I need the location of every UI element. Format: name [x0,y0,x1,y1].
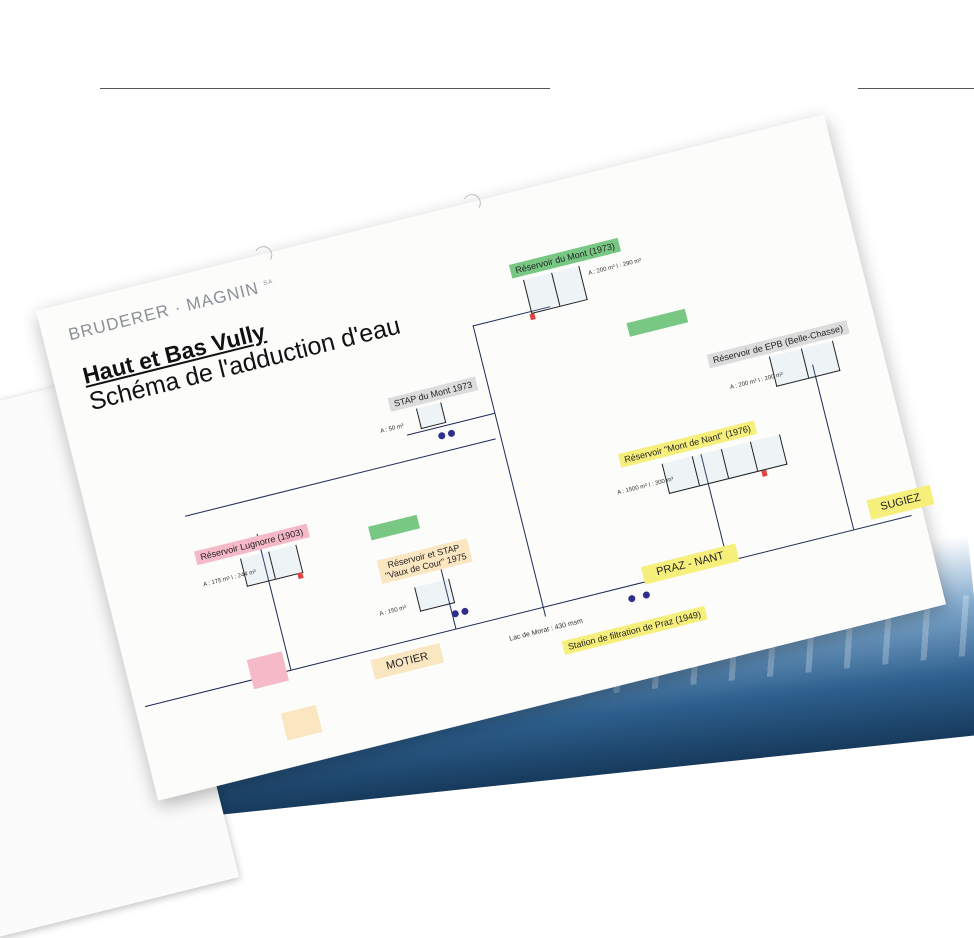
sugiez-label: SUGIEZ [866,484,935,520]
reservoir-nant-values: A : 1500 m³ I : 300 m³ [616,476,675,497]
pump-icon [447,429,456,438]
pump-icon [437,431,447,441]
pump-icon [642,590,651,600]
pipe [472,325,547,617]
valve-icon [297,572,304,580]
pump-icon [451,609,460,619]
pump-icon [627,594,637,603]
top-rule-right [858,88,974,89]
binding-ring-icon [252,244,275,266]
pipe [812,364,855,530]
pink-marker [246,651,289,690]
valve-icon [529,313,536,321]
top-rule-left [100,88,550,89]
reservoir-vaux-values: A : 150 m³ [378,605,407,618]
filtration-station-label: Station de filtration de Praz (1949) [561,605,708,655]
peach-marker [280,704,323,741]
binding-ring-icon [460,192,483,214]
reservoir-vaux-label: Réservoir et STAP "Vaux de Cour" 1975 [376,538,473,585]
valve-icon [761,469,768,477]
pipe [185,438,496,518]
green-marker [368,514,421,541]
reservoir-mont-values: A : 200 m³ I : 290 m³ [587,257,642,277]
green-marker [626,308,689,337]
stap-mont-values: A : 50 m³ [379,423,405,435]
pump-icon [460,607,470,616]
praz-nant-label: PRAZ - NANT [640,543,740,585]
